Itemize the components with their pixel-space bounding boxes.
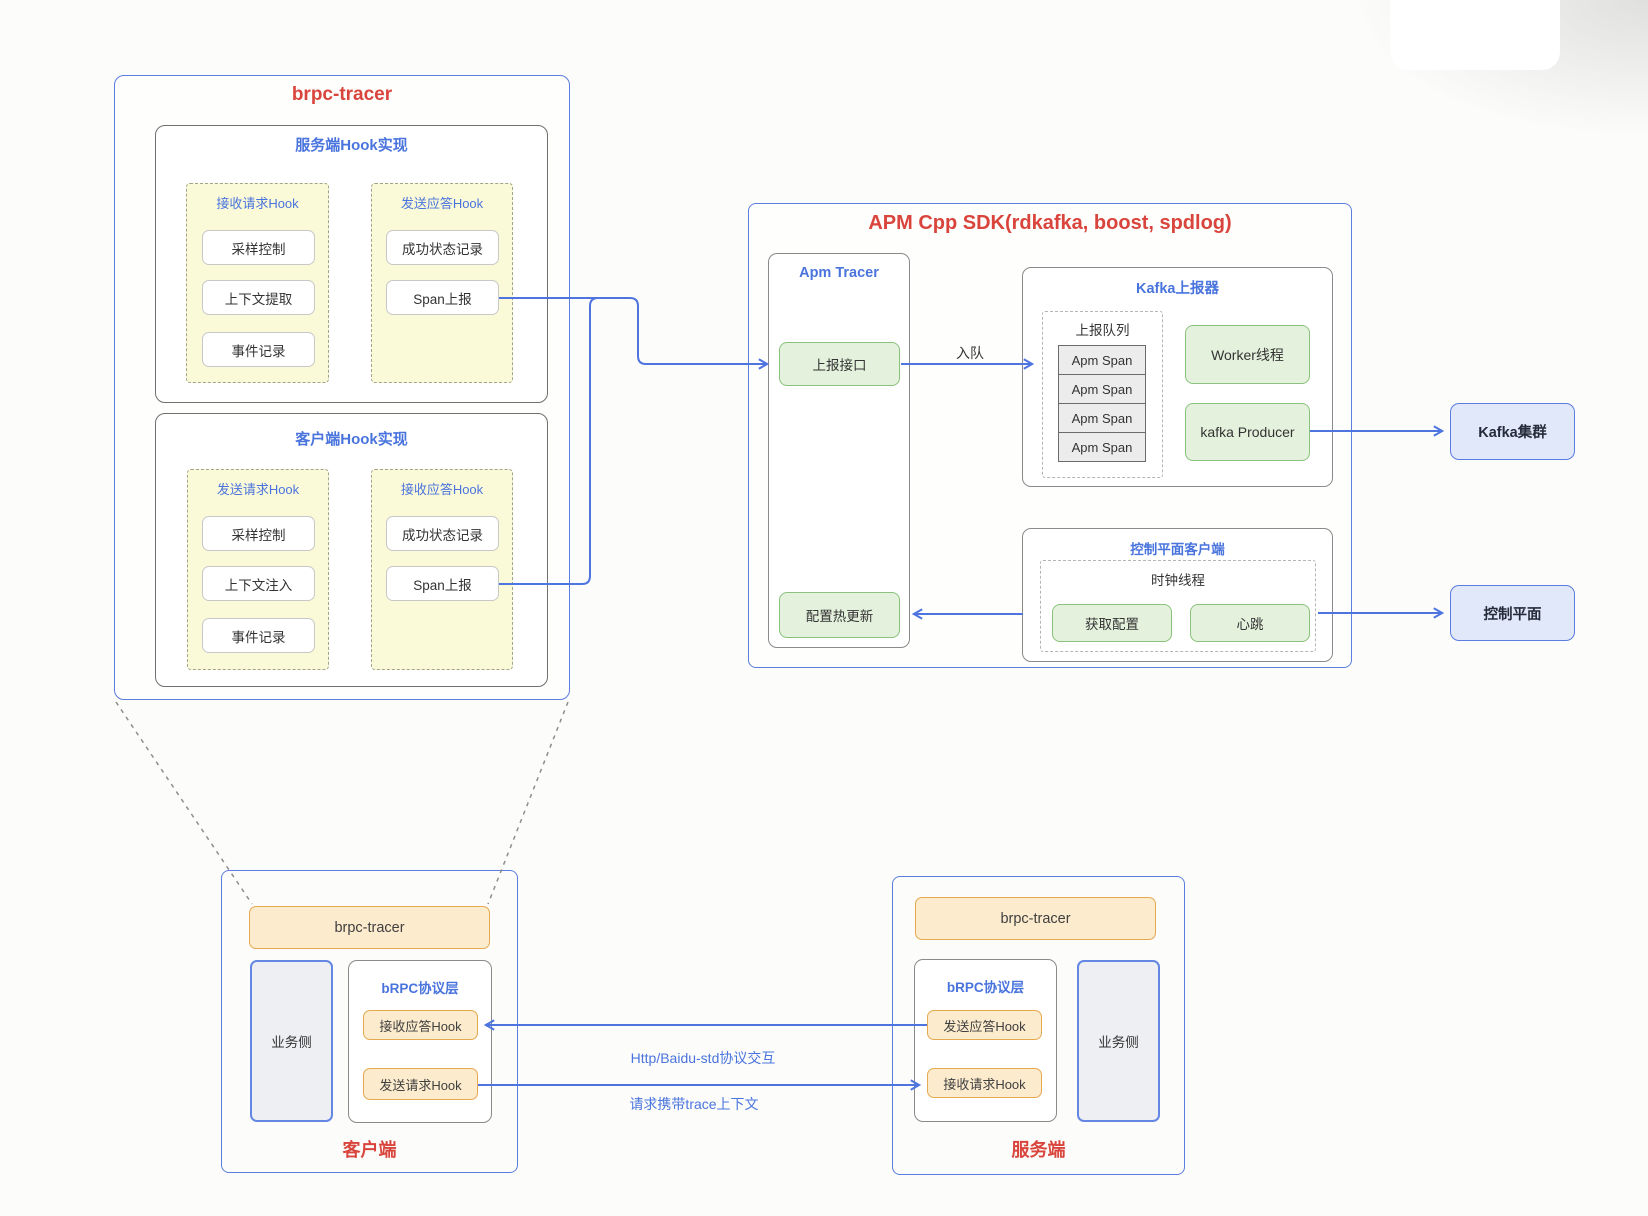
node-kafka-producer: kafka Producer — [1185, 403, 1310, 461]
server-brpc-proto-title: bRPC协议层 — [946, 980, 1025, 995]
node-config-hot-update: 配置热更新 — [779, 592, 900, 638]
queue-item-apm-span: Apm Span — [1058, 374, 1146, 404]
server-hook-impl-title: 服务端Hook实现 — [295, 137, 408, 154]
node-heartbeat: 心跳 — [1190, 604, 1310, 642]
node-success-status: 成功状态记录 — [386, 230, 499, 265]
node-event-record: 事件记录 — [202, 332, 315, 367]
queue-item-apm-span: Apm Span — [1058, 403, 1146, 433]
node-span-report-client: Span上报 — [386, 566, 499, 601]
apm-tracer-box — [768, 253, 910, 648]
client-business-side: 业务侧 — [250, 960, 333, 1122]
server-send-response-hook: 发送应答Hook — [927, 1010, 1042, 1040]
server-recv-request-hook: 接收请求Hook — [927, 1068, 1042, 1098]
node-kafka-cluster: Kafka集群 — [1450, 403, 1575, 460]
kafka-reporter-title: Kafka上报器 — [1136, 281, 1219, 297]
clock-thread-title: 时钟线程 — [1151, 573, 1205, 588]
node-context-extract: 上下文提取 — [202, 280, 315, 315]
node-worker-thread: Worker线程 — [1185, 325, 1310, 384]
http-protocol-label: Http/Baidu-std协议交互 — [630, 1050, 776, 1066]
apm-sdk-title: APM Cpp SDK(rdkafka, boost, spdlog) — [868, 212, 1232, 234]
node-report-api: 上报接口 — [779, 342, 900, 386]
report-queue-title: 上报队列 — [1075, 323, 1130, 338]
node-context-inject: 上下文注入 — [202, 566, 315, 601]
brpc-tracer-lib-title: brpc-tracer — [291, 84, 393, 105]
send-response-hook-title: 发送应答Hook — [400, 196, 484, 211]
trace-context-label: 请求携带trace上下文 — [629, 1096, 759, 1112]
node-sampling-control-client: 采样控制 — [202, 516, 315, 551]
client-send-request-hook: 发送请求Hook — [363, 1068, 478, 1100]
node-span-report-server: Span上报 — [386, 280, 499, 315]
enqueue-label: 入队 — [956, 345, 984, 361]
node-event-record-client: 事件记录 — [202, 618, 315, 653]
queue-item-apm-span: Apm Span — [1058, 345, 1146, 375]
node-control-plane: 控制平面 — [1450, 585, 1575, 641]
send-request-hook-title: 发送请求Hook — [216, 482, 300, 497]
client-node-box — [221, 870, 518, 1173]
recv-response-hook-title: 接收应答Hook — [400, 482, 484, 497]
queue-item-apm-span: Apm Span — [1058, 432, 1146, 462]
server-brpc-tracer-bar: brpc-tracer — [915, 897, 1156, 940]
control-plane-client-title: 控制平面客户端 — [1130, 542, 1225, 557]
apm-tracer-title: Apm Tracer — [799, 265, 879, 281]
node-success-status-client: 成功状态记录 — [386, 516, 499, 551]
client-recv-response-hook: 接收应答Hook — [363, 1010, 478, 1040]
server-node-caption: 服务端 — [1011, 1140, 1066, 1160]
corner-card — [1390, 0, 1560, 70]
client-brpc-tracer-bar: brpc-tracer — [249, 906, 490, 949]
client-node-caption: 客户端 — [342, 1140, 397, 1160]
node-fetch-config: 获取配置 — [1052, 604, 1172, 642]
recv-request-hook-title: 接收请求Hook — [216, 196, 299, 211]
client-hook-impl-title: 客户端Hook实现 — [295, 431, 408, 448]
client-brpc-proto-title: bRPC协议层 — [381, 981, 459, 996]
server-business-side: 业务侧 — [1077, 960, 1160, 1122]
node-sampling-control: 采样控制 — [202, 230, 315, 265]
